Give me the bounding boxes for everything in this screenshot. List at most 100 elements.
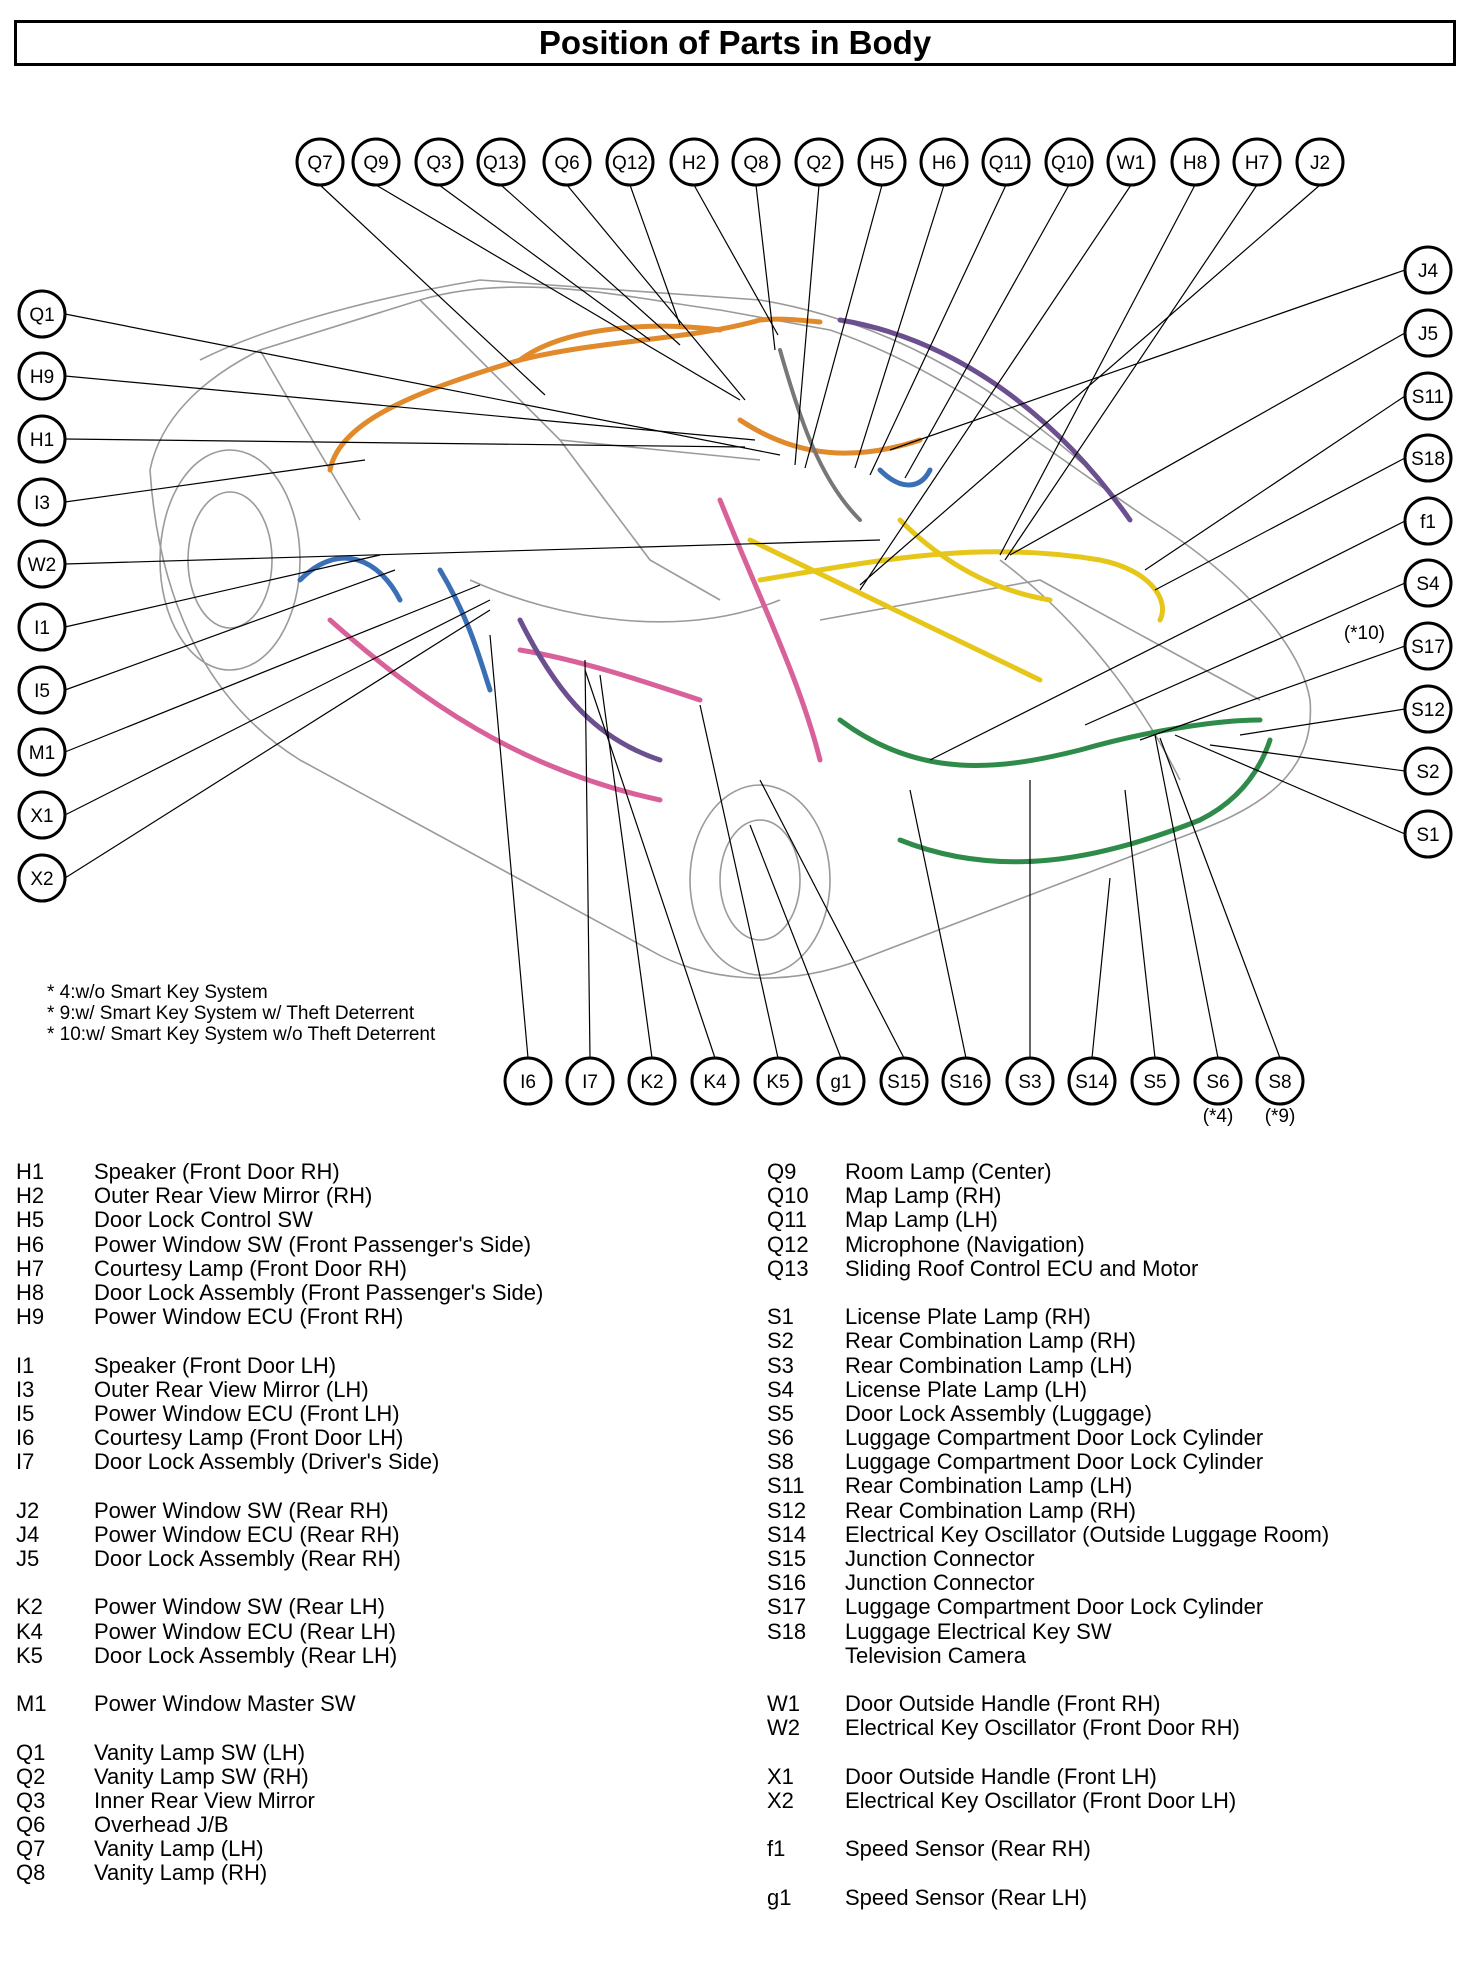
legend-description: Vanity Lamp SW (RH) [94, 1763, 309, 1789]
callout-circle [857, 137, 907, 187]
callout-circle [981, 137, 1031, 187]
callout-circle [1403, 308, 1453, 358]
callout-label: K5 [766, 1072, 789, 1093]
callout-circle [542, 137, 592, 187]
leader-line-J5 [1009, 332, 1406, 556]
callout-label: S3 [1018, 1072, 1041, 1093]
callout-circle [1044, 137, 1094, 187]
legend-code: S12 [767, 1497, 807, 1523]
legend-spacer [16, 1668, 543, 1692]
legend-description: Vanity Lamp SW (LH) [94, 1739, 306, 1765]
legend-description: Door Lock Assembly (Luggage) [845, 1400, 1152, 1426]
callout-S14: S14 [1067, 1056, 1117, 1106]
callout-circle [1403, 433, 1453, 483]
callout-circle [17, 602, 67, 652]
callout-label: W2 [28, 555, 57, 576]
leader-line-S16 [909, 789, 967, 1059]
leader-line-S6 [1154, 734, 1219, 1059]
legend-description: Map Lamp (RH) [845, 1183, 1002, 1209]
legend-code: J2 [16, 1497, 40, 1523]
leader-line-M1 [64, 584, 481, 753]
callout-label: H5 [870, 153, 894, 174]
leader-line-S17 [1139, 645, 1406, 741]
callout-circle [1232, 137, 1282, 187]
legend-code: Q2 [16, 1763, 46, 1789]
legend-code: Q8 [16, 1860, 46, 1886]
leader-line-f1 [929, 520, 1406, 761]
legend-code: W1 [767, 1691, 800, 1717]
callout-label: Q7 [307, 153, 332, 174]
callout-label: S15 [887, 1072, 921, 1093]
legend-description: Electrical Key Oscillator (Front Door RH… [845, 1715, 1240, 1741]
callout-circle [941, 1056, 991, 1106]
footnote: * 10:w/ Smart Key System w/o Theft Deter… [47, 1024, 436, 1045]
callout-circle [669, 137, 719, 187]
callout-label: Q6 [554, 153, 579, 174]
callout-H7: H7 [1232, 137, 1282, 187]
callout-circle [17, 853, 67, 903]
leader-line-H8 [999, 184, 1196, 556]
callout-circle [753, 1056, 803, 1106]
legend-spacer [767, 1668, 1329, 1692]
legend-description: Rear Combination Lamp (LH) [845, 1352, 1133, 1378]
leader-line-H7 [1004, 184, 1258, 561]
legend-code: M1 [16, 1691, 47, 1717]
callout-Q8: Q8 [731, 137, 781, 187]
callout-circle [414, 137, 464, 187]
callout-X2: X2 [17, 853, 67, 903]
callout-label: S4 [1416, 574, 1440, 595]
callout-label: Q1 [29, 305, 54, 326]
legend-code: K5 [16, 1642, 43, 1668]
callout-circle [1106, 137, 1156, 187]
callout-label: S14 [1075, 1072, 1109, 1093]
legend-spacer [767, 1861, 1329, 1885]
legend-spacer [767, 1741, 1329, 1765]
legend-code: H1 [16, 1159, 45, 1184]
callout-circle [1130, 1056, 1180, 1106]
leader-line-S2 [1209, 744, 1406, 772]
legend-code: H9 [16, 1304, 45, 1330]
leader-line-g1 [749, 824, 842, 1059]
legend-code: I3 [16, 1376, 35, 1402]
callout-circle [1255, 1056, 1305, 1106]
callout-label: H7 [1245, 153, 1269, 174]
leader-line-Q12 [629, 184, 681, 326]
legend-description: Power Window SW (Rear RH) [94, 1497, 389, 1523]
callout-Q11: Q11 [981, 137, 1031, 187]
leader-line-H6 [854, 184, 945, 469]
legend-description: Outer Rear View Mirror (LH) [94, 1376, 369, 1402]
callout-label: S2 [1416, 762, 1439, 783]
callout-K2: K2 [627, 1056, 677, 1106]
callout-circle [17, 539, 67, 589]
callout-circle [1067, 1056, 1117, 1106]
legend-code: S11 [767, 1473, 805, 1499]
legend-code: g1 [767, 1884, 792, 1910]
callout-S12: S12 [1403, 684, 1453, 734]
legend-spacer [767, 1281, 1329, 1305]
legend-code: X1 [767, 1763, 794, 1789]
legend-description: Door Lock Assembly (Rear LH) [94, 1642, 398, 1668]
callout-Q3: Q3 [414, 137, 464, 187]
callout-circle [1403, 746, 1453, 796]
callout-H8: H8 [1170, 137, 1220, 187]
callout-label: I3 [34, 493, 50, 514]
page-title: Position of Parts in Body [538, 24, 932, 61]
callout-Q7: Q7 [295, 137, 345, 187]
callout-circle [605, 137, 655, 187]
callout-note-S8: (*9) [1265, 1106, 1296, 1127]
legend-description: Speaker (Front Door RH) [94, 1159, 340, 1184]
